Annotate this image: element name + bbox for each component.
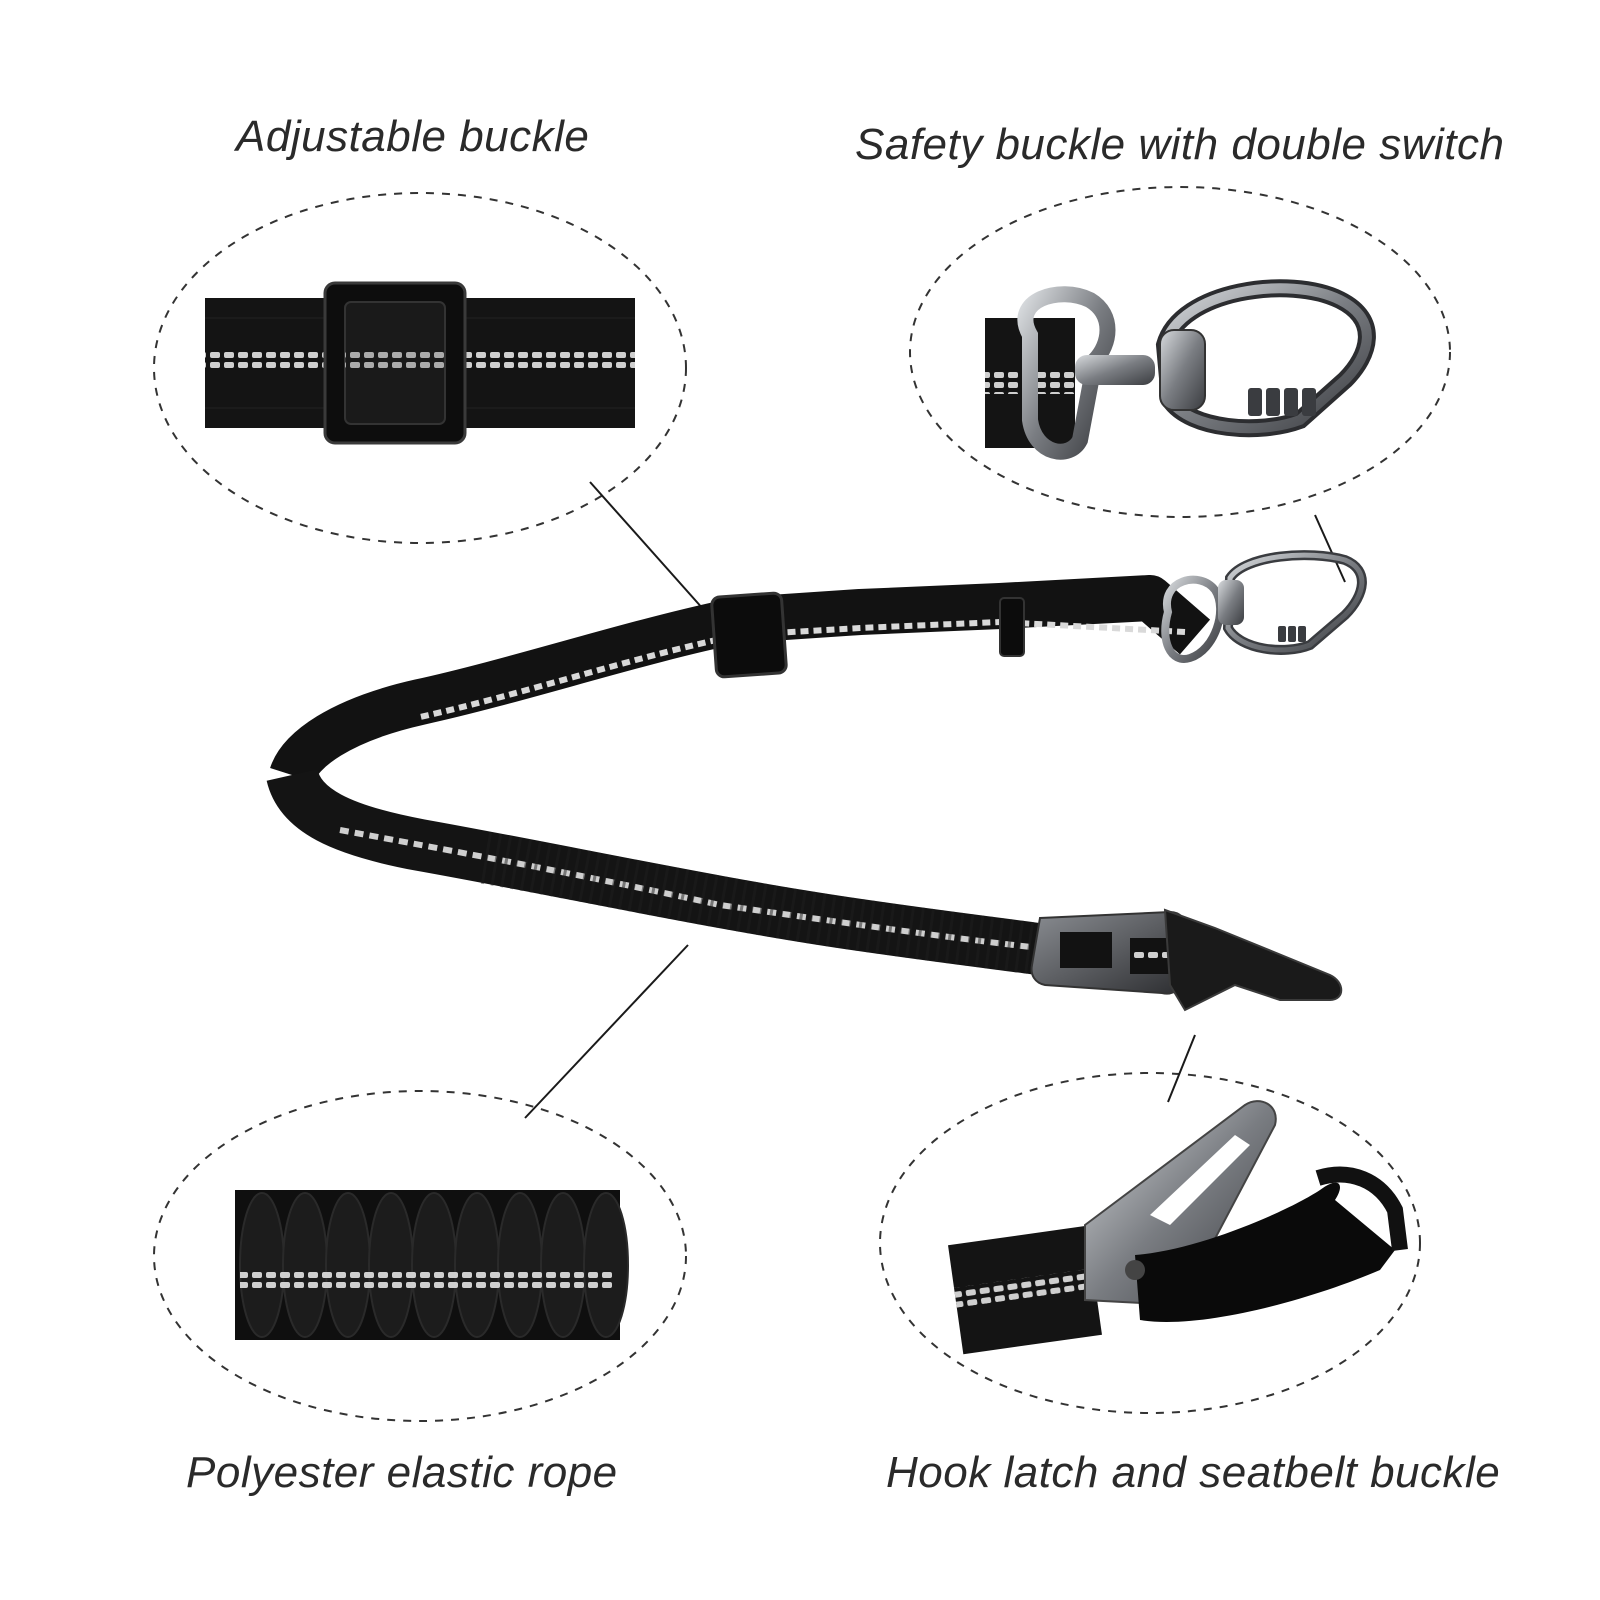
label-elastic-rope: Polyester elastic rope xyxy=(186,1448,618,1497)
label-safety-buckle: Safety buckle with double switch xyxy=(855,120,1505,169)
zoom-circle-adjustable xyxy=(153,192,687,544)
main-leash xyxy=(266,550,1367,1012)
detail-hook-latch xyxy=(948,1100,1408,1355)
zoom-circle-safety xyxy=(909,186,1451,518)
detail-safety-buckle xyxy=(985,279,1376,460)
label-hook-latch: Hook latch and seatbelt buckle xyxy=(886,1448,1501,1497)
adjustable-slider xyxy=(710,591,788,679)
detail-adjustable-buckle xyxy=(205,281,635,445)
zoom-circle-elastic xyxy=(153,1090,687,1422)
label-adjustable-buckle: Adjustable buckle xyxy=(236,112,590,161)
connector-lines xyxy=(524,481,1346,1119)
zoom-circle-hook xyxy=(879,1072,1421,1414)
detail-elastic-rope xyxy=(235,1190,629,1340)
